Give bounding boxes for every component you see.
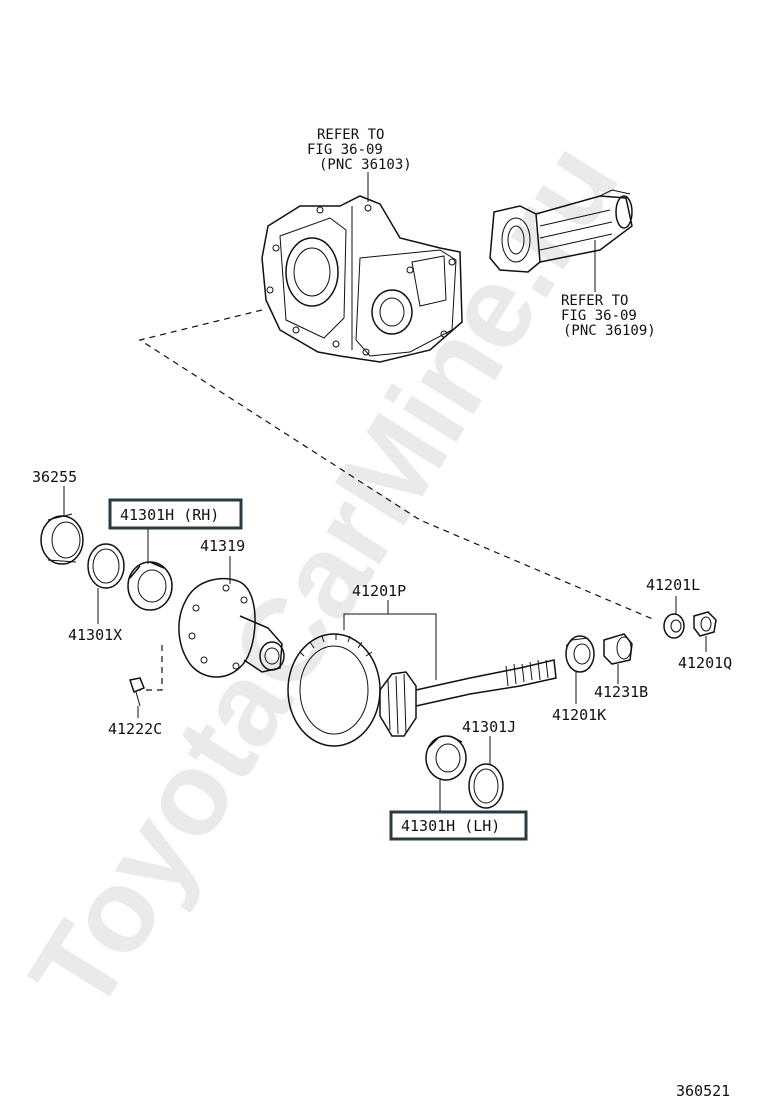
diagram-id: 360521 (676, 1082, 730, 1100)
label-36255: 36255 (32, 468, 77, 486)
label-41201q: 41201Q (678, 654, 732, 672)
label-41201k: 41201K (552, 706, 606, 724)
extension-housing[interactable] (489, 189, 633, 273)
extension-ref-line-1: REFER TO (561, 293, 628, 309)
label-41201p: 41201P (352, 582, 406, 600)
label-41201l: 41201L (646, 576, 700, 594)
case-ref-line-2: FIG 36-09 (307, 142, 383, 158)
part-41201k-bearing[interactable] (565, 635, 595, 673)
part-41301h-lh-bearing[interactable] (425, 735, 467, 781)
watermark-text: ToyotaCarMine.ru (5, 121, 644, 1034)
part-41301x-shim[interactable] (87, 543, 125, 589)
leader-41201p-bracket (343, 613, 437, 680)
label-box-41301h-lh (389, 810, 528, 841)
part-41301j-shim[interactable] (468, 763, 504, 809)
part-41201q-nut[interactable] (693, 611, 717, 637)
label-41301x: 41301X (68, 626, 122, 644)
label-41231b: 41231B (594, 683, 648, 701)
label-41301h-rh: 41301H (RH) (120, 506, 219, 524)
bolt-dashed-line (140, 645, 163, 691)
case-ref-line-1: REFER TO (317, 127, 384, 143)
label-41319: 41319 (200, 537, 245, 555)
transfer-case-housing[interactable] (261, 195, 463, 363)
part-41222c-bolt[interactable] (129, 677, 145, 707)
case-ref-line-3: (PNC 36103) (319, 157, 412, 173)
assembly-dashed-line (138, 309, 656, 621)
extension-ref-line-2: FIG 36-09 (561, 308, 637, 324)
part-41319-differential-case[interactable] (178, 577, 285, 678)
extension-ref-line-3: (PNC 36109) (563, 323, 656, 339)
label-41301h-lh: 41301H (LH) (401, 817, 500, 835)
part-41301h-rh-bearing[interactable] (127, 561, 173, 611)
label-41222c: 41222C (108, 720, 162, 738)
part-36255-oil-seal[interactable] (40, 513, 84, 565)
label-41301j: 41301J (462, 718, 516, 736)
part-41231b-spacer[interactable] (603, 633, 633, 665)
part-41201p-ring-gear-pinion[interactable] (287, 633, 557, 747)
label-box-41301h-rh (108, 498, 243, 530)
part-41201l-washer[interactable] (663, 613, 685, 639)
